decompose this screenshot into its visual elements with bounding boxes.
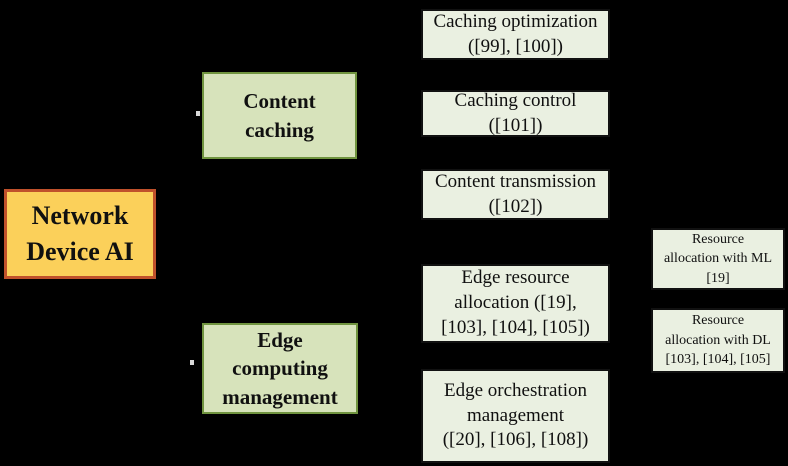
category-node-label: Content caching: [243, 89, 316, 142]
topic-node-label: Edge orchestration management ([20], [10…: [442, 379, 589, 451]
root-node-network-device-ai: Network Device AI: [4, 189, 156, 279]
topic-node-caching-optimization: Caching optimization ([99], [100]): [421, 9, 610, 60]
subtopic-node-resource-allocation-dl: Resource allocation with DL [103], [104]…: [651, 308, 785, 373]
topic-node-label: Caching control ([101]): [454, 89, 577, 136]
topic-node-label: Caching optimization ([99], [100]): [433, 10, 598, 57]
category-node-label: Edge computing management: [222, 327, 338, 409]
subtopic-node-resource-allocation-ml: Resource allocation with ML [19]: [651, 228, 785, 290]
category-node-edge-computing-management: Edge computing management: [202, 323, 358, 414]
connector-arrowhead-remnant: [196, 111, 200, 116]
category-node-content-caching: Content caching: [202, 72, 357, 159]
topic-node-label: Content transmission ([102]): [435, 170, 596, 217]
topic-node-edge-resource-allocation: Edge resource allocation ([19], [103], […: [421, 264, 610, 343]
topic-node-content-transmission: Content transmission ([102]): [421, 169, 610, 220]
root-node-label: Network Device AI: [26, 200, 134, 266]
topic-node-label: Edge resource allocation ([19], [103], […: [441, 267, 590, 338]
subtopic-node-label: Resource allocation with ML [19]: [663, 231, 773, 286]
subtopic-node-label: Resource allocation with DL [103], [104]…: [665, 313, 771, 368]
topic-node-caching-control: Caching control ([101]): [421, 90, 610, 137]
topic-node-edge-orchestration-management: Edge orchestration management ([20], [10…: [421, 369, 610, 463]
connector-arrowhead-remnant: [190, 360, 194, 365]
